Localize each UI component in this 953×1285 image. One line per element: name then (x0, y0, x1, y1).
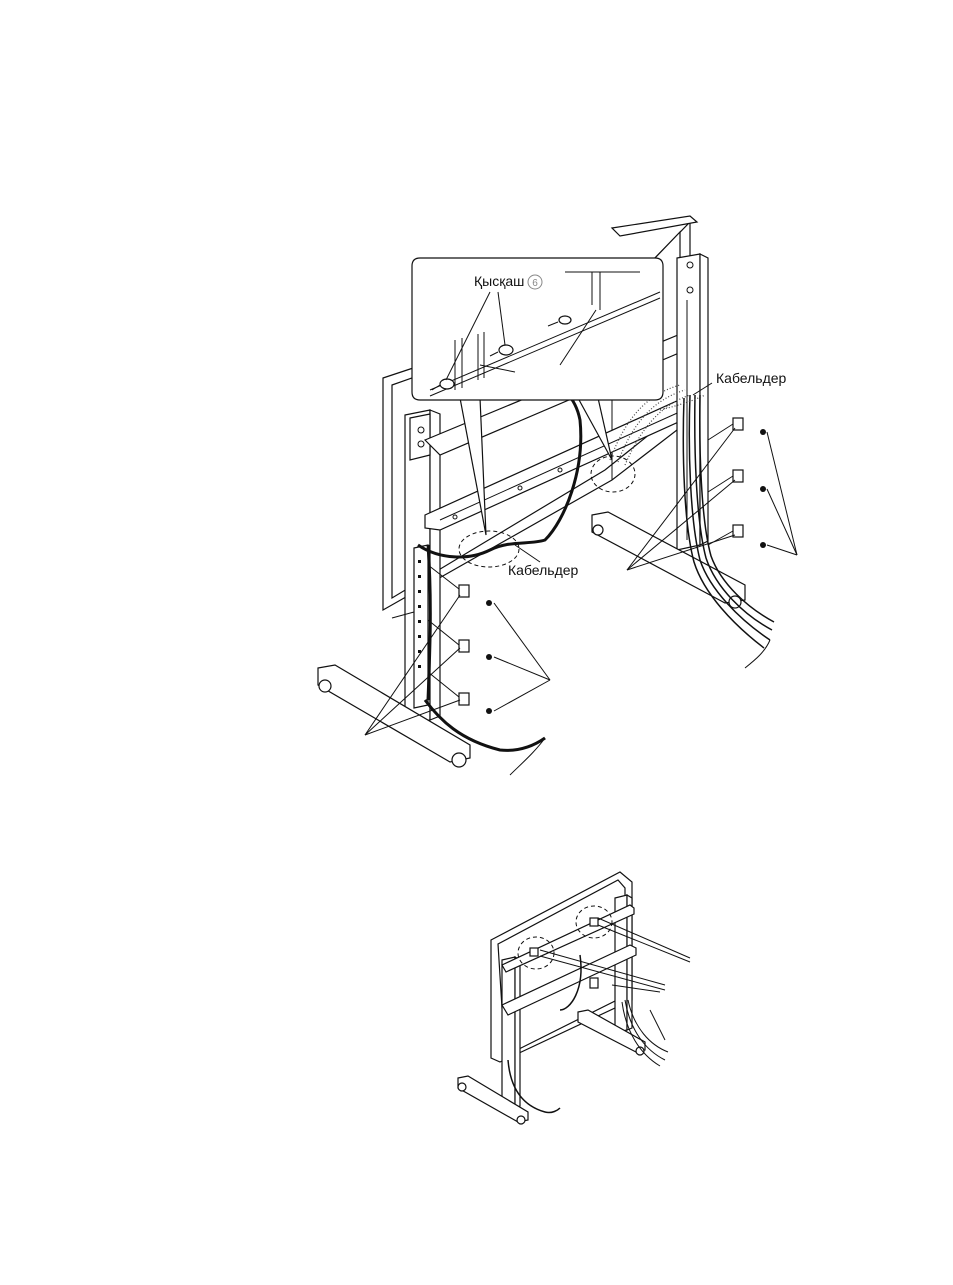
cables-label-right: Кабельдер (716, 370, 787, 386)
clamp-number-badge: 6 (528, 275, 542, 289)
left-base-foot (318, 665, 470, 767)
cables-center-leader (515, 545, 540, 562)
cables-label-center: Кабельдер (508, 562, 579, 578)
svg-text:6: 6 (532, 278, 538, 289)
inset-clamp-label: Қысқаш (474, 273, 524, 289)
right-base-foot (592, 512, 745, 608)
bottom-stand-illustration (458, 872, 690, 1124)
main-stand-illustration: Қысқаш 6 Кабельдер Кабельдер (318, 216, 797, 775)
